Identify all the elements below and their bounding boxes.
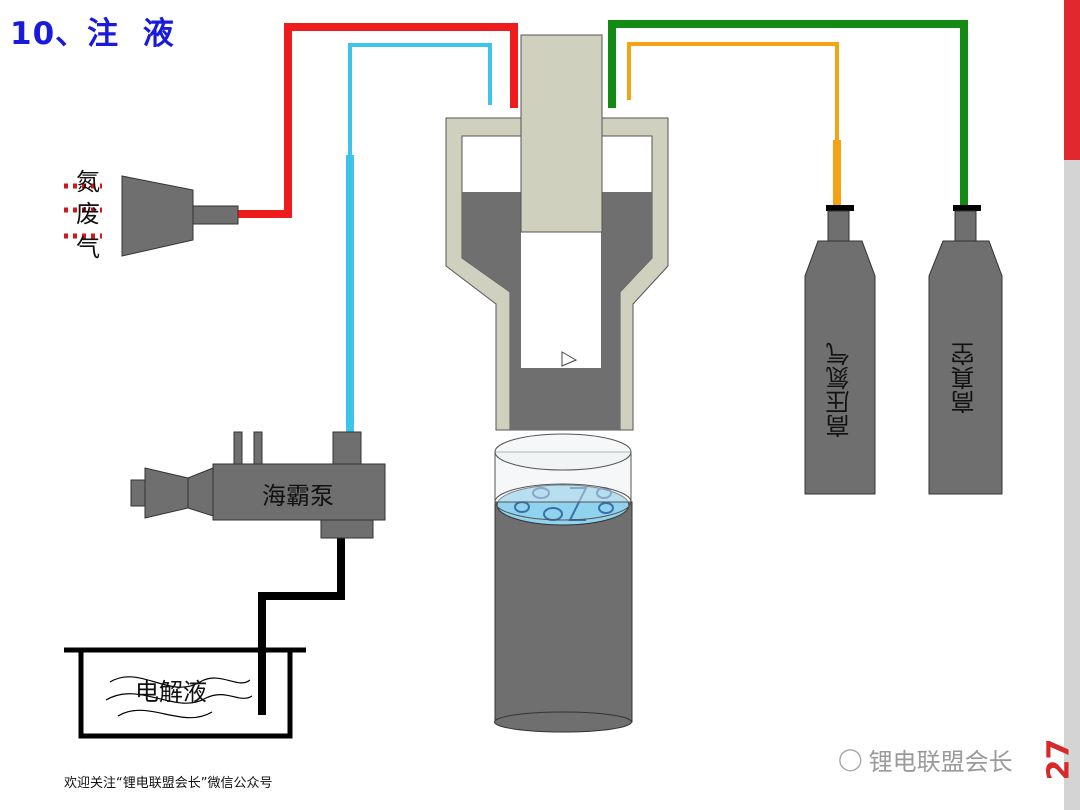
nitrogen-pipe — [627, 42, 839, 140]
watermark-text: 锂电联盟会长 — [868, 748, 1013, 776]
nitrogen-tank-label: 高压氮气 — [826, 342, 854, 438]
exhaust-dots — [64, 183, 102, 239]
exhaust-nozzle — [121, 175, 239, 257]
pump-return-pipe — [348, 43, 492, 155]
vacuum-tank-label: 高真空 — [951, 342, 979, 414]
electrolyte-tray — [64, 647, 306, 739]
watermark: ◯ 锂电联盟会长 — [838, 742, 1013, 777]
electrolyte-label: 电解液 — [135, 678, 207, 706]
slide-title: 10、注 液 — [10, 16, 175, 52]
footer-text: 欢迎关注“锂电联盟会长”微信公众号 — [64, 776, 273, 791]
page-number: 27 — [1041, 738, 1077, 781]
right-side-bar — [1064, 160, 1080, 810]
wechat-icon: ◯ — [838, 747, 863, 772]
funnel-marker — [561, 351, 578, 367]
exhaust-pipe — [228, 23, 518, 218]
right-accent-bar — [1064, 0, 1080, 160]
glass-sleeve — [494, 433, 632, 521]
nitrogen-cylinder — [804, 205, 876, 495]
pump-label: 海霸泵 — [262, 482, 334, 510]
exhaust-label-3: 气 — [76, 234, 100, 262]
drain-pipe — [258, 532, 345, 715]
exhaust-label-2: 废 — [76, 200, 100, 228]
injection-plunger — [520, 34, 603, 233]
battery-cell — [494, 484, 633, 733]
exhaust-label-1: 氮 — [76, 168, 100, 196]
vacuum-cylinder — [928, 205, 1003, 495]
pump-body — [130, 431, 386, 539]
funnel-window — [521, 232, 601, 368]
vacuum-pipe — [608, 20, 968, 208]
